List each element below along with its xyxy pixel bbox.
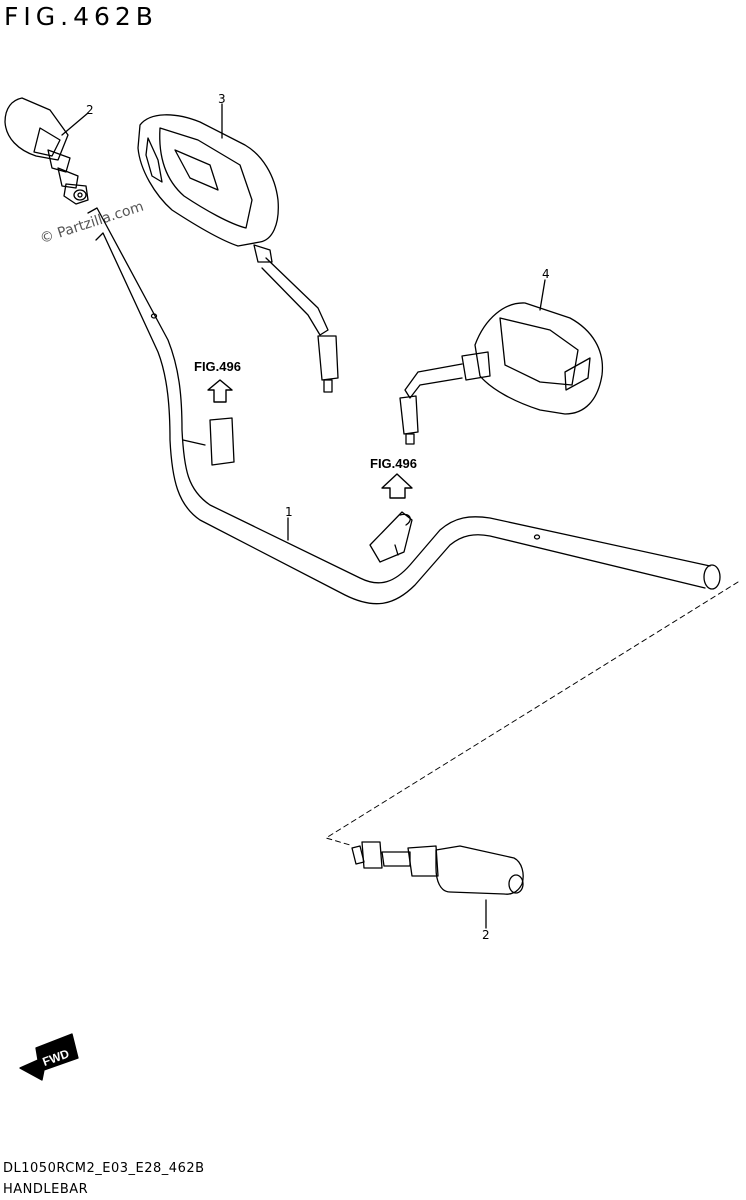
up-arrow-icon: [207, 379, 233, 403]
bar-end-weight-top: [4, 97, 89, 205]
callout-2-top: 2: [86, 103, 94, 117]
figure-reference[interactable]: FIG.496: [370, 456, 417, 471]
figure-reference[interactable]: FIG.496: [194, 359, 241, 374]
callout-1: 1: [285, 505, 293, 519]
callout-2-bottom: 2: [482, 928, 490, 942]
diagram-code: DL1050RCM2_E03_E28_462B: [3, 1161, 205, 1176]
assembly-leader-line: [325, 581, 739, 846]
fwd-arrow-icon: FWD: [19, 1033, 79, 1081]
handlebar-part: [87, 207, 721, 605]
callout-3: 3: [218, 92, 226, 106]
mirror-right-part: [137, 114, 339, 393]
leader-4: [539, 279, 546, 311]
figure-title: FIG.462B: [4, 2, 158, 31]
up-arrow-icon: [381, 473, 413, 499]
leader-2-top: [61, 112, 89, 136]
bar-end-weight-bottom: [351, 841, 524, 895]
diagram-name: HANDLEBAR: [3, 1182, 89, 1197]
callout-4: 4: [542, 267, 550, 281]
mirror-left-part: [399, 302, 604, 445]
